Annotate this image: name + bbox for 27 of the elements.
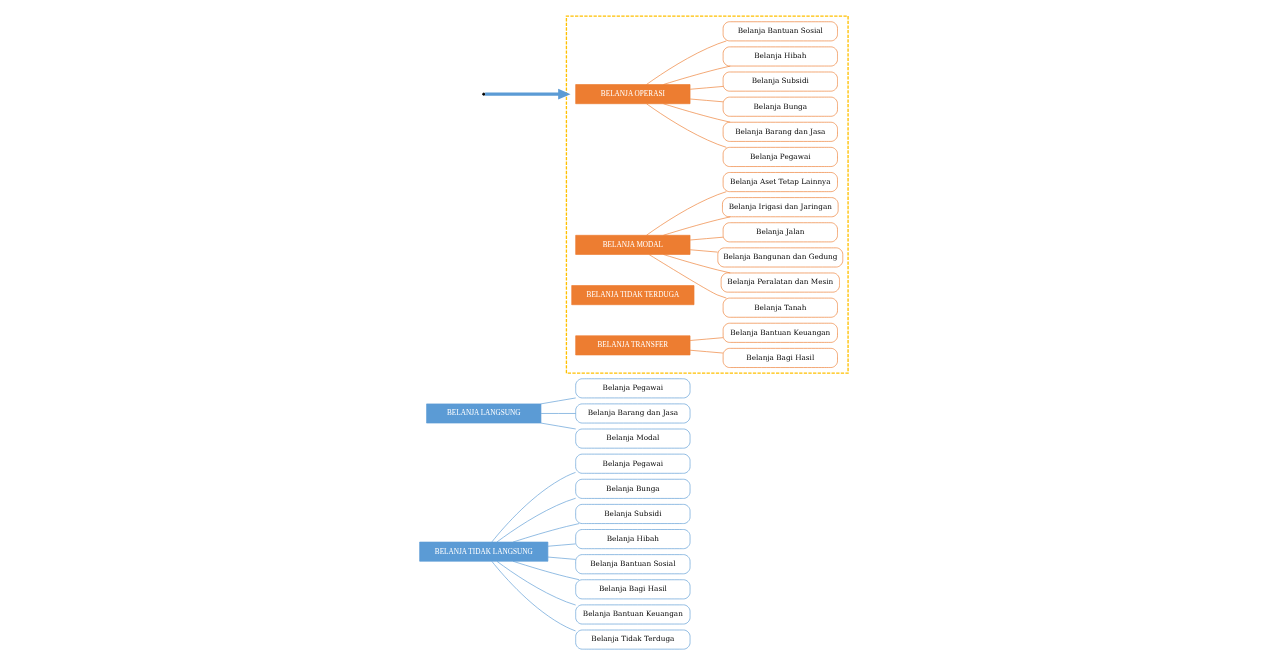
cluster — [565, 15, 849, 374]
connector — [491, 472, 576, 543]
connector — [662, 103, 731, 123]
connector — [540, 422, 576, 430]
connector — [662, 216, 731, 236]
connector — [491, 561, 576, 632]
connector — [645, 40, 727, 85]
connector — [689, 236, 723, 241]
connector — [689, 337, 723, 341]
connector — [689, 86, 723, 90]
connector — [512, 560, 579, 581]
connector — [547, 543, 576, 547]
connector — [512, 523, 579, 543]
connector — [689, 349, 723, 354]
connector — [662, 254, 731, 274]
connector — [496, 561, 576, 606]
connector — [689, 98, 723, 103]
connector — [496, 497, 576, 543]
arrow — [484, 88, 571, 100]
connector — [645, 103, 727, 148]
connector — [689, 249, 718, 253]
connector — [540, 397, 576, 405]
connector — [645, 191, 727, 236]
connector — [547, 556, 576, 560]
connector — [648, 254, 727, 299]
connector — [540, 413, 576, 414]
connector — [662, 65, 731, 85]
